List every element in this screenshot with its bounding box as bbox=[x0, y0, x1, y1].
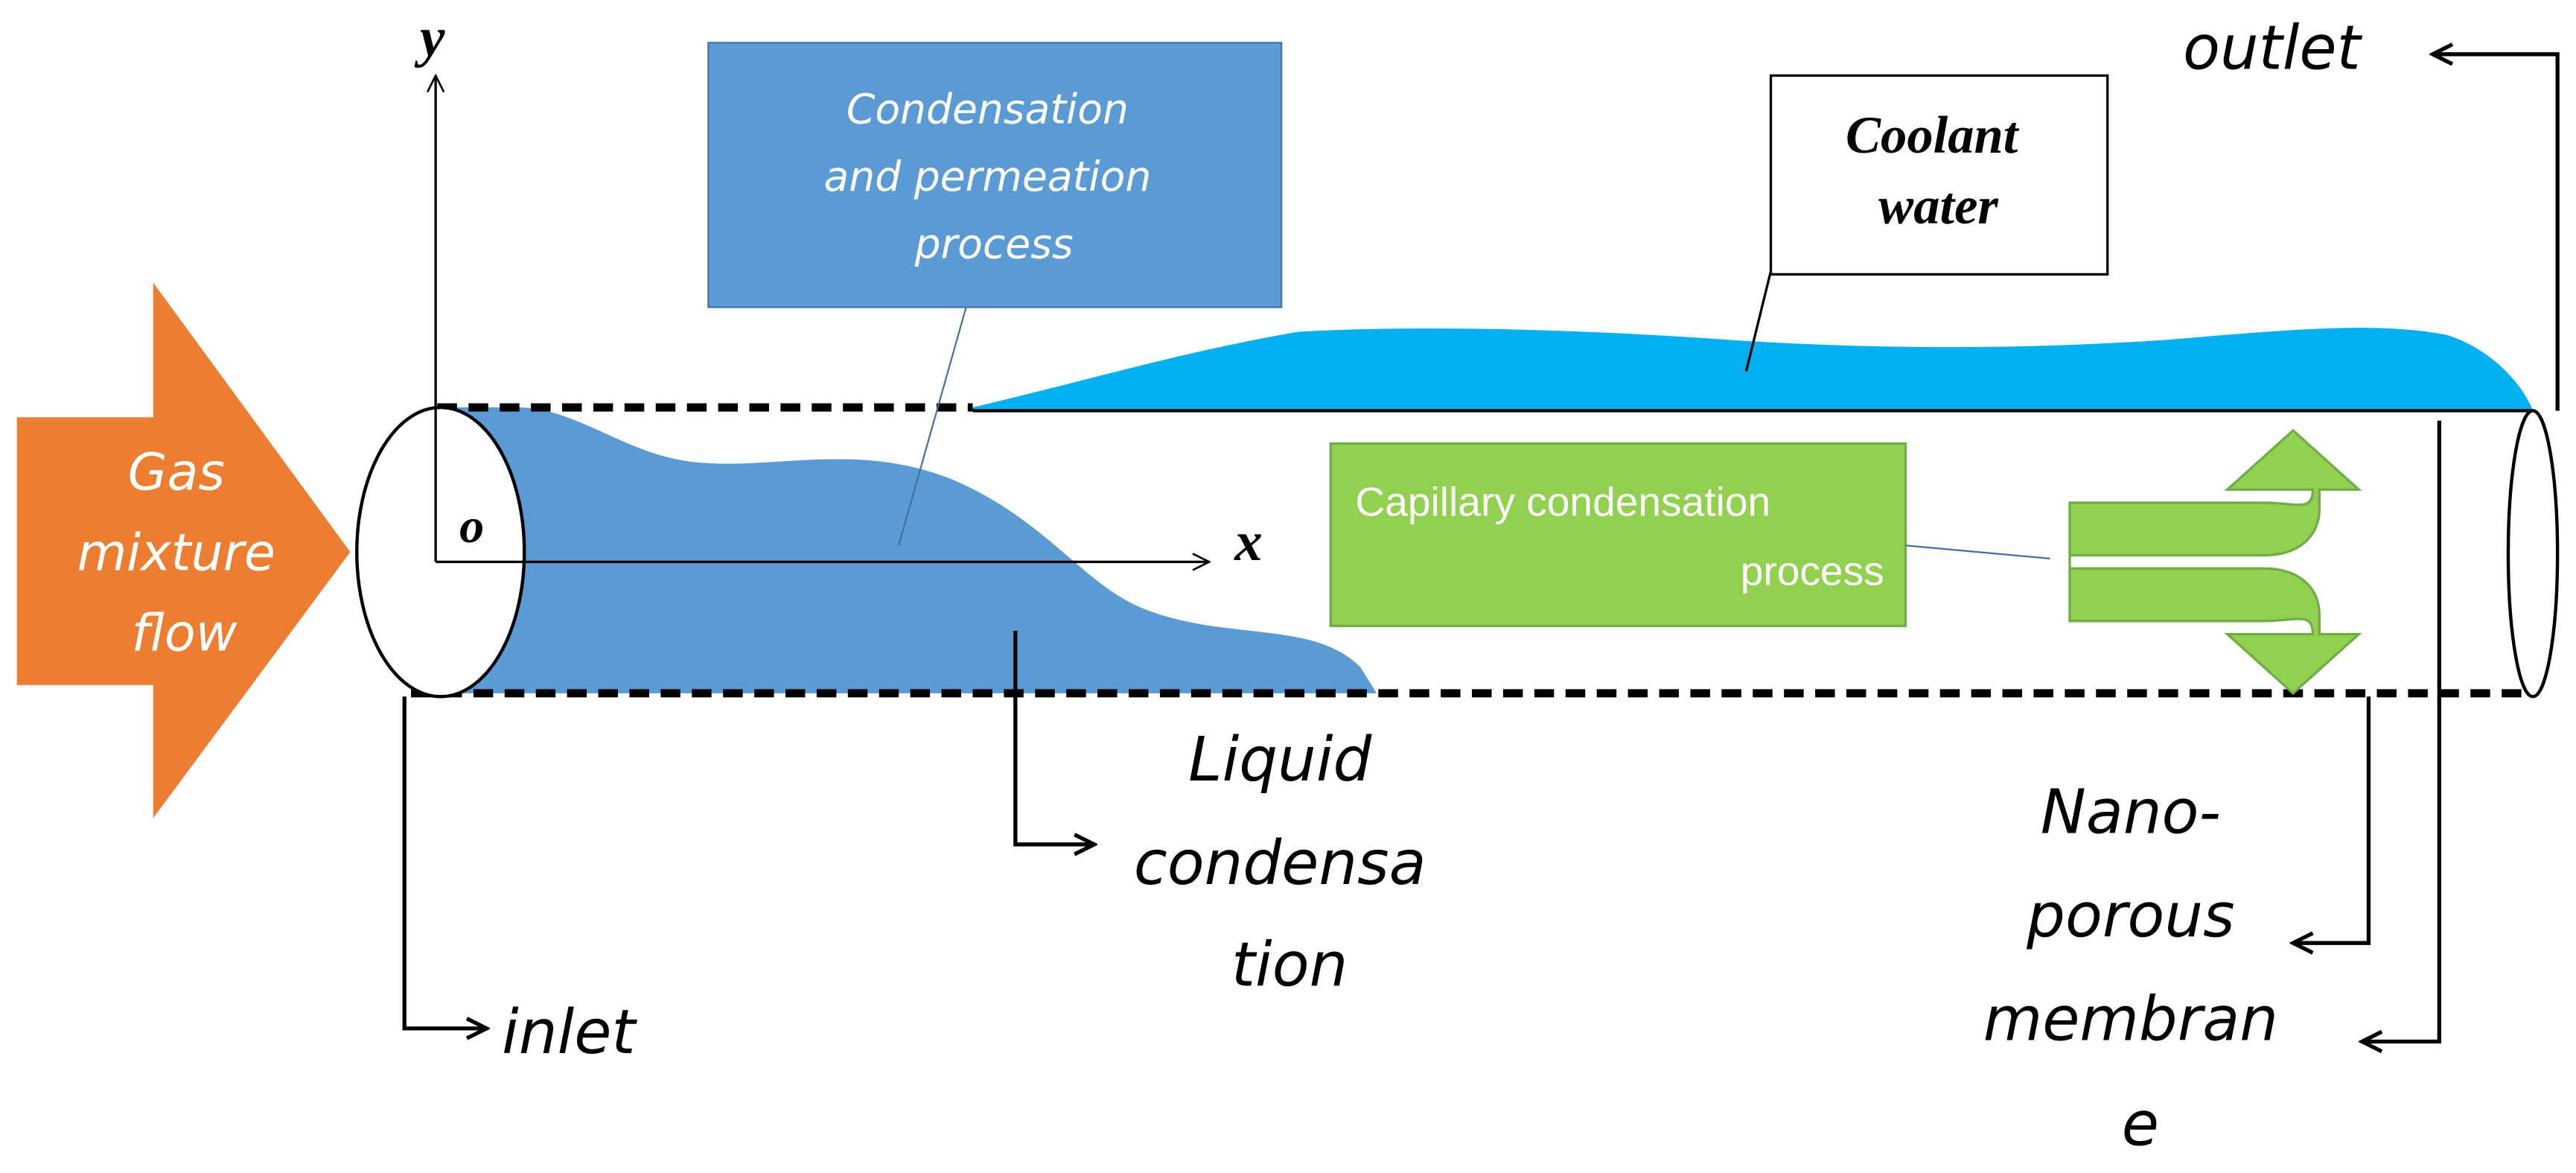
inlet-arrow-icon bbox=[402, 696, 486, 1029]
nano-membrane-label: Nano- porous membran e bbox=[1983, 777, 2298, 1160]
coolant-water-box bbox=[1769, 74, 2109, 276]
membrane-arrow-icon-2 bbox=[2362, 420, 2441, 1042]
coolant-pointer-line bbox=[1744, 270, 1773, 372]
membrane-arrow-icon-1 bbox=[2293, 696, 2371, 943]
outlet-ellipse bbox=[2506, 409, 2560, 699]
capillary-pointer-line bbox=[1905, 544, 2050, 560]
condensation-process-box bbox=[707, 42, 1283, 308]
coolant-water-label: Coolant water bbox=[1846, 107, 2031, 235]
gas-flow-label: Gas mixture flow bbox=[77, 443, 292, 663]
inlet-label: inlet bbox=[502, 997, 637, 1068]
liquid-condensation-arrow-icon bbox=[1013, 631, 1094, 845]
liquid-condensation-label: Liquid condensa tion bbox=[1134, 725, 1446, 1001]
y-axis-label: y bbox=[414, 7, 445, 69]
inlet-ellipse bbox=[355, 405, 526, 699]
origin-label: o bbox=[459, 499, 484, 553]
outlet-arrow-icon bbox=[2433, 54, 2560, 411]
x-axis-label: x bbox=[1234, 511, 1263, 573]
condensation-pointer-line bbox=[898, 307, 967, 546]
coolant-water-layer bbox=[972, 328, 2534, 411]
capillary-condensation-label: Capillary condensation process bbox=[1355, 479, 1884, 594]
gas-flow-arrow-icon bbox=[16, 282, 351, 818]
liquid-condensate-layer bbox=[437, 407, 1377, 693]
capillary-condensation-box bbox=[1329, 442, 1907, 628]
split-arrow-icon bbox=[2068, 428, 2362, 696]
condensation-process-label: Condensation and permeation process bbox=[823, 86, 1164, 268]
outlet-label: outlet bbox=[2183, 13, 2363, 84]
